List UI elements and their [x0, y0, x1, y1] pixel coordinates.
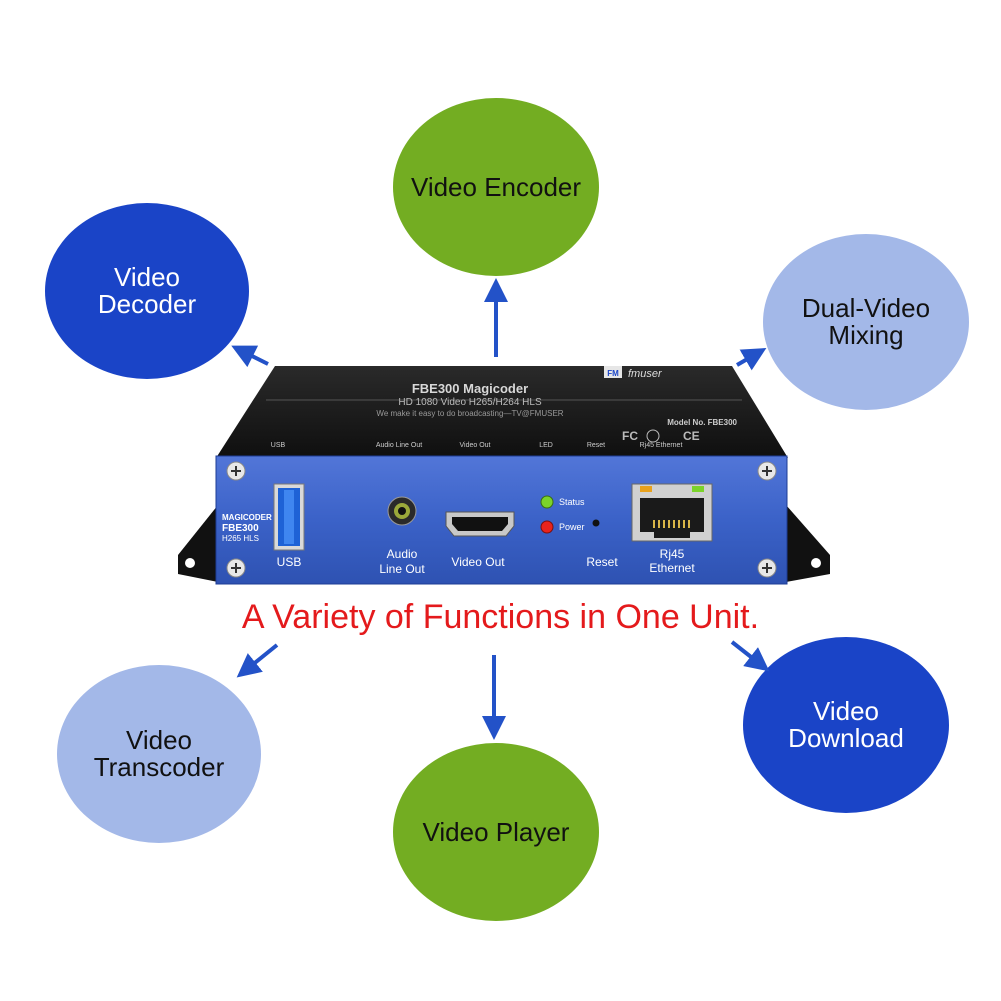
svg-text:FM: FM	[607, 369, 619, 378]
arrow-down-right	[730, 640, 770, 672]
video-encoder-label: Video Encoder	[410, 171, 582, 202]
top-label-audio: Audio Line Out	[376, 442, 422, 449]
reset-button-icon	[592, 519, 600, 527]
status-led-icon	[540, 495, 554, 509]
dual-video-mixing-label-line1: Dual-Video	[801, 293, 931, 323]
model-label: Model No. FBE300	[667, 418, 737, 427]
video-download-label-line2: Download	[788, 723, 904, 753]
power-led-icon	[540, 520, 554, 534]
dual-video-mixing-label-line2: Mixing	[828, 320, 904, 350]
screw-bottom-right	[757, 558, 777, 578]
screw-top-right	[757, 461, 777, 481]
panel-model-line1: MAGICODER	[222, 513, 272, 522]
panel-model-line2: FBE300	[222, 523, 259, 534]
screw-top-left	[226, 461, 246, 481]
arrow-up-right	[735, 347, 767, 371]
arrow-down-left	[236, 643, 279, 678]
video-decoder-label-line1: Video	[113, 262, 181, 292]
cert-ce: CE	[683, 429, 700, 443]
top-label-video: Video Out	[459, 442, 490, 449]
top-subtitle: HD 1080 Video H265/H264 HLS	[398, 397, 542, 408]
top-title: FBE300 Magicoder	[412, 381, 528, 396]
video-transcoder-label-line1: Video	[125, 725, 192, 755]
top-label-reset: Reset	[587, 442, 605, 449]
audio-jack-icon	[387, 496, 417, 526]
rj45-label-line2: Ethernet	[649, 561, 695, 575]
screw-bottom-left	[226, 558, 246, 578]
rj45-port-icon	[631, 483, 713, 542]
usb-port-icon	[273, 483, 305, 551]
tagline: A Variety of Functions in One Unit.	[241, 598, 760, 636]
power-label: Power	[559, 522, 585, 532]
status-label: Status	[559, 497, 585, 507]
top-slogan: We make it easy to do broadcasting—TV@FM…	[376, 409, 563, 418]
top-label-rj45: Rj45 Ethernet	[640, 442, 683, 449]
top-label-usb: USB	[271, 442, 286, 449]
audio-label-line2: Line Out	[379, 562, 425, 576]
brand-badge	[604, 366, 622, 378]
video-transcoder-bubble: Video Transcoder	[57, 665, 261, 843]
top-label-led: LED	[539, 442, 553, 449]
video-decoder-bubble: Video Decoder	[45, 203, 249, 379]
arrow-up-left	[231, 345, 269, 368]
video-out-label: Video Out	[451, 555, 505, 569]
audio-label-line1: Audio	[387, 547, 418, 561]
video-decoder-label-line2: Decoder	[97, 289, 197, 319]
brand-name: fmuser	[628, 368, 663, 380]
video-encoder-bubble: Video Encoder	[393, 98, 599, 276]
video-download-bubble: Video Download	[743, 637, 949, 813]
video-player-bubble: Video Player	[393, 743, 599, 921]
usb-label: USB	[277, 555, 302, 569]
left-mounting-foot	[178, 505, 218, 582]
right-mounting-foot	[786, 505, 830, 582]
hdmi-port-icon	[445, 511, 515, 537]
rj45-label-line1: Rj45	[660, 547, 685, 561]
video-player-label: Video Player	[422, 816, 570, 847]
device-top	[216, 366, 788, 458]
dual-video-mixing-bubble: Dual-Video Mixing	[763, 234, 969, 410]
video-transcoder-label-line2: Transcoder	[93, 752, 225, 782]
reset-label: Reset	[586, 555, 618, 569]
panel-model-line3: H265 HLS	[222, 534, 259, 543]
video-download-label-line1: Video	[812, 696, 879, 726]
cert-fc: FC	[622, 429, 638, 443]
